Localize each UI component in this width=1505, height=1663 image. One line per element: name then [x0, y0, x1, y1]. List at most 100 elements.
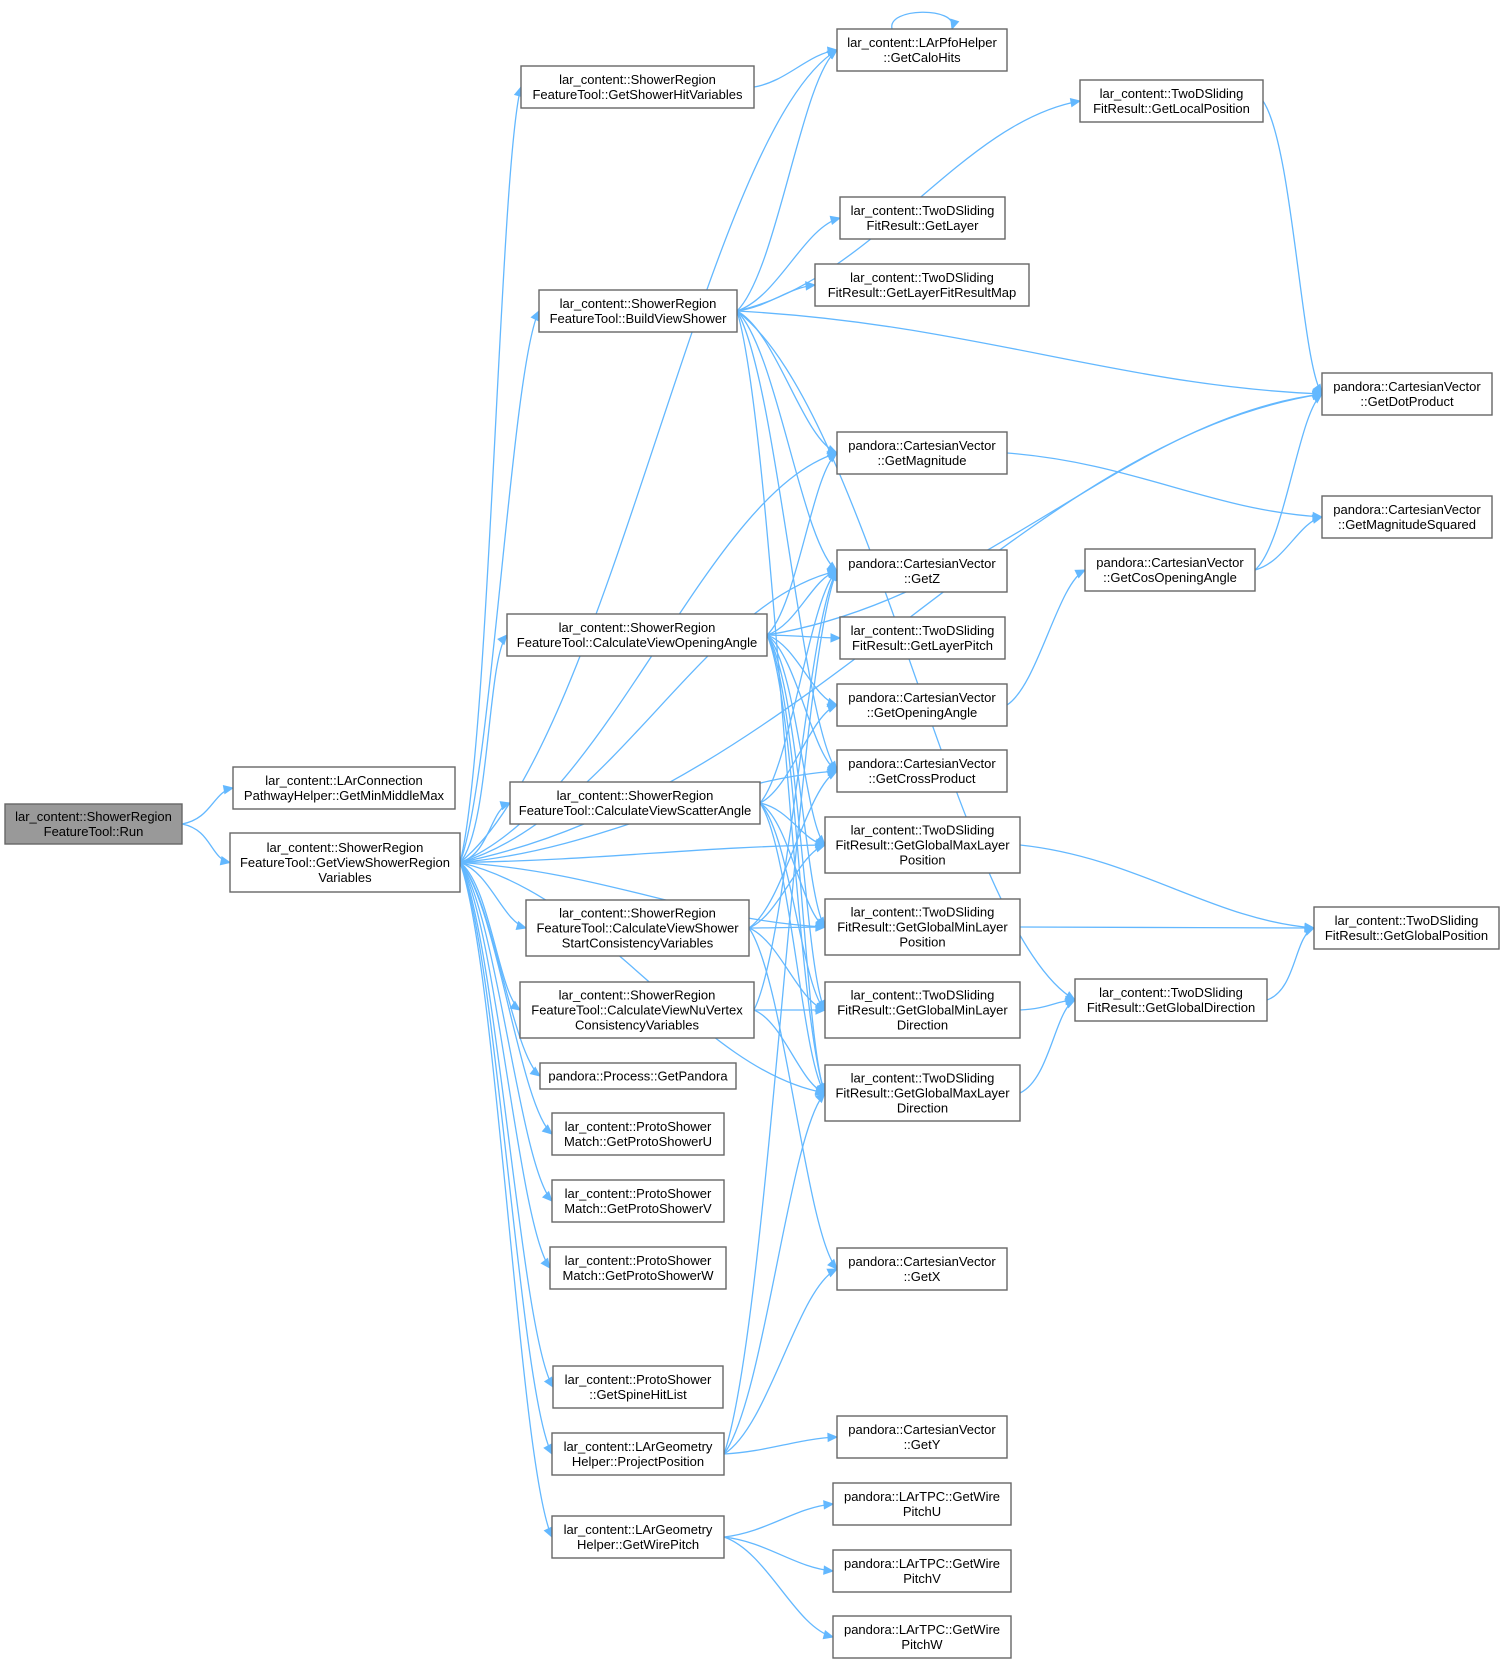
node-box[interactable]	[232, 766, 456, 810]
node-box[interactable]	[1084, 548, 1256, 592]
edge-line	[723, 1503, 834, 1538]
node-getmagnitudesquared[interactable]: pandora::CartesianVector::GetMagnitudeSq…	[1321, 495, 1493, 539]
node-gety[interactable]: pandora::CartesianVector::GetY	[836, 1415, 1008, 1459]
node-getcosopeningangle[interactable]: pandora::CartesianVector::GetCosOpeningA…	[1084, 548, 1256, 592]
node-box[interactable]	[552, 1365, 724, 1409]
node-box[interactable]	[832, 1482, 1012, 1526]
node-getdotproduct[interactable]: pandora::CartesianVector::GetDotProduct	[1321, 372, 1493, 416]
node-calculateviewopeningangle[interactable]: lar_content::ShowerRegionFeatureTool::Ca…	[506, 613, 768, 657]
node-getglobalposition[interactable]: lar_content::TwoDSlidingFitResult::GetGl…	[1313, 906, 1500, 950]
node-box[interactable]	[836, 1247, 1008, 1291]
node-box[interactable]	[824, 816, 1021, 874]
node-box[interactable]	[520, 65, 755, 109]
node-box[interactable]	[836, 749, 1008, 793]
node-getlocalposition[interactable]: lar_content::TwoDSlidingFitResult::GetLo…	[1079, 79, 1264, 123]
edge-arrowhead	[515, 920, 528, 930]
node-label-line: Helper::GetWirePitch	[577, 1537, 699, 1552]
node-box[interactable]	[549, 1246, 727, 1290]
node-calculateviewnuvertex[interactable]: lar_content::ShowerRegionFeatureTool::Ca…	[519, 981, 755, 1039]
node-box[interactable]	[839, 196, 1006, 240]
node-box[interactable]	[509, 781, 761, 825]
node-getminmiddlemax[interactable]: lar_content::LArConnectionPathwayHelper:…	[232, 766, 456, 810]
node-getmagnitude[interactable]: pandora::CartesianVector::GetMagnitude	[836, 431, 1008, 475]
node-box[interactable]	[1321, 495, 1493, 539]
node-box[interactable]	[836, 28, 1008, 72]
node-box[interactable]	[1321, 372, 1493, 416]
node-getcalohits[interactable]: lar_content::LArPfoHelper::GetCaloHits	[836, 28, 1008, 72]
node-getlayerpitch[interactable]: lar_content::TwoDSlidingFitResult::GetLa…	[839, 616, 1006, 660]
node-box[interactable]	[551, 1432, 725, 1476]
node-getspinehitlist[interactable]: lar_content::ProtoShower::GetSpineHitLis…	[552, 1365, 724, 1409]
node-box[interactable]	[832, 1549, 1012, 1593]
edge-line	[766, 634, 826, 928]
node-box[interactable]	[539, 1062, 737, 1090]
node-label-line: lar_content::LArPfoHelper	[847, 35, 997, 50]
edge-line	[459, 310, 540, 863]
node-box[interactable]	[839, 616, 1006, 660]
node-buildviewshower[interactable]: lar_content::ShowerRegionFeatureTool::Bu…	[538, 289, 738, 333]
node-box[interactable]	[836, 1415, 1008, 1459]
node-getopeningangle[interactable]: pandora::CartesianVector::GetOpeningAngl…	[836, 683, 1008, 727]
edge-line	[753, 570, 838, 1011]
node-box[interactable]	[4, 803, 183, 845]
node-box[interactable]	[1079, 79, 1264, 123]
node-label-line: pandora::LArTPC::GetWire	[844, 1489, 1000, 1504]
edge-getviewshowerregionvariables-to-getglobalmaxlayerposition	[459, 840, 827, 864]
node-box[interactable]	[836, 431, 1008, 475]
edge-projectposition-to-getglobalmaxlayerdirection	[723, 1092, 826, 1455]
node-getviewshowerregionvariables[interactable]: lar_content::ShowerRegionFeatureTool::Ge…	[229, 832, 461, 893]
node-getglobalminlayerdirection[interactable]: lar_content::TwoDSlidingFitResult::GetGl…	[824, 981, 1021, 1039]
edge-line	[736, 310, 838, 572]
node-box[interactable]	[814, 263, 1030, 307]
edge-line	[723, 1436, 838, 1455]
node-box[interactable]	[551, 1179, 725, 1223]
node-box[interactable]	[551, 1112, 725, 1156]
node-box[interactable]	[836, 549, 1008, 593]
node-box[interactable]	[824, 898, 1021, 956]
edge-calculateviewshowerstart-to-getx	[748, 927, 838, 1270]
node-box[interactable]	[525, 899, 750, 957]
node-getpandora[interactable]: pandora::Process::GetPandora	[539, 1062, 737, 1090]
node-box[interactable]	[229, 832, 461, 893]
node-getlayerfitresultmap[interactable]: lar_content::TwoDSlidingFitResult::GetLa…	[814, 263, 1030, 307]
node-projectposition[interactable]: lar_content::LArGeometryHelper::ProjectP…	[551, 1432, 725, 1476]
node-getprotoshoweru[interactable]: lar_content::ProtoShowerMatch::GetProtoS…	[551, 1112, 725, 1156]
node-box[interactable]	[824, 981, 1021, 1039]
node-getcrossproduct[interactable]: pandora::CartesianVector::GetCrossProduc…	[836, 749, 1008, 793]
node-box[interactable]	[551, 1515, 725, 1559]
node-label-line: FitResult::GetLayer	[867, 218, 980, 233]
node-box[interactable]	[832, 1615, 1012, 1659]
node-getlayer[interactable]: lar_content::TwoDSlidingFitResult::GetLa…	[839, 196, 1006, 240]
node-label-line: Direction	[897, 1018, 948, 1033]
node-label-line: FeatureTool::Run	[44, 824, 144, 839]
node-label-line: FitResult::GetLayerPitch	[852, 638, 993, 653]
edge-arrowhead	[529, 1066, 541, 1077]
node-getz[interactable]: pandora::CartesianVector::GetZ	[836, 549, 1008, 593]
node-getglobalmaxlayerposition[interactable]: lar_content::TwoDSlidingFitResult::GetGl…	[824, 816, 1021, 874]
edge-calculateviewnuvertex-to-getglobalmaxlayerdirection	[753, 1009, 827, 1095]
node-getglobalmaxlayerdirection[interactable]: lar_content::TwoDSlidingFitResult::GetGl…	[824, 1064, 1021, 1122]
node-getglobaldirection[interactable]: lar_content::TwoDSlidingFitResult::GetGl…	[1074, 978, 1268, 1022]
node-getglobalminlayerposition[interactable]: lar_content::TwoDSlidingFitResult::GetGl…	[824, 898, 1021, 956]
node-box[interactable]	[836, 683, 1008, 727]
node-calculateviewscatterangle[interactable]: lar_content::ShowerRegionFeatureTool::Ca…	[509, 781, 761, 825]
node-box[interactable]	[824, 1064, 1021, 1122]
edge-line	[459, 49, 838, 864]
node-box[interactable]	[538, 289, 738, 333]
node-box[interactable]	[506, 613, 768, 657]
node-label-line: Variables	[318, 870, 372, 885]
node-box[interactable]	[519, 981, 755, 1039]
node-getshowerhitvariables[interactable]: lar_content::ShowerRegionFeatureTool::Ge…	[520, 65, 755, 109]
node-box[interactable]	[1074, 978, 1268, 1022]
node-getprotoshowerv[interactable]: lar_content::ProtoShowerMatch::GetProtoS…	[551, 1179, 725, 1223]
edge-calculateviewshowerstart-to-getglobalminlayerdirection	[748, 927, 827, 1012]
node-box[interactable]	[1313, 906, 1500, 950]
node-getprotoshowerw[interactable]: lar_content::ProtoShowerMatch::GetProtoS…	[549, 1246, 727, 1290]
node-getx[interactable]: pandora::CartesianVector::GetX	[836, 1247, 1008, 1291]
node-run[interactable]: lar_content::ShowerRegionFeatureTool::Ru…	[4, 803, 183, 845]
node-calculateviewshowerstart[interactable]: lar_content::ShowerRegionFeatureTool::Ca…	[525, 899, 750, 957]
node-getwirepitch[interactable]: lar_content::LArGeometryHelper::GetWireP…	[551, 1515, 725, 1559]
